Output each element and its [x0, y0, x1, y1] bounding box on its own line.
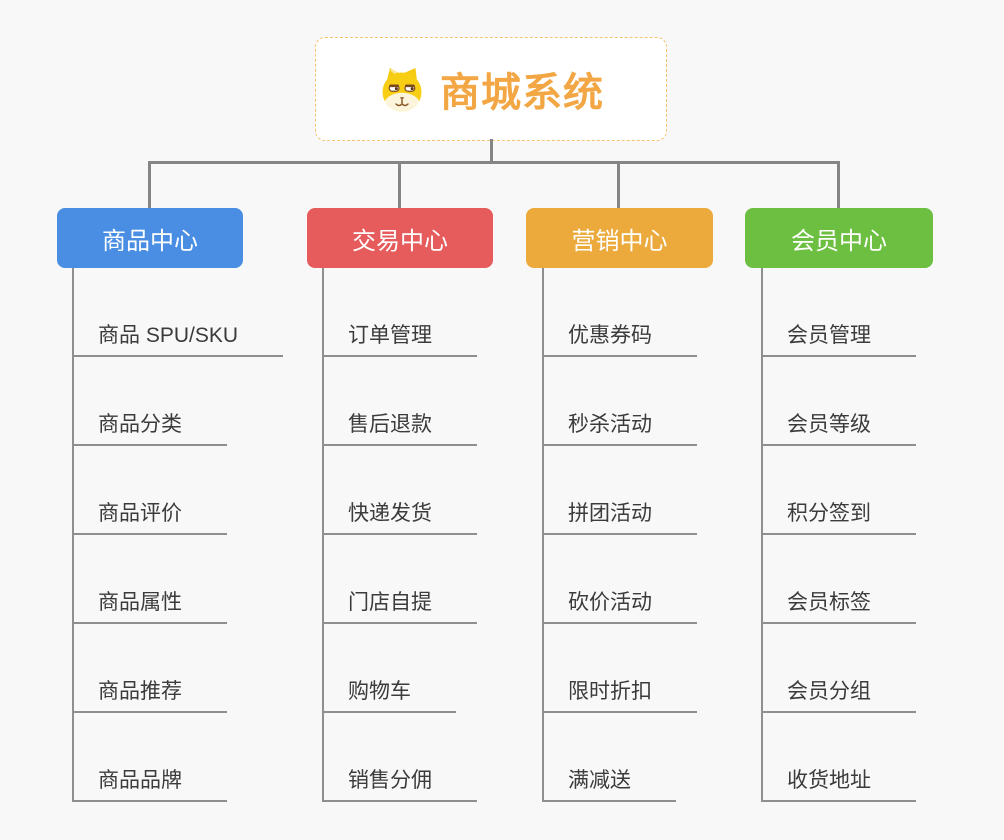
leaf-shopping-cart[interactable]: 购物车: [322, 669, 456, 713]
leaf-product-spu-sku[interactable]: 商品 SPU/SKU: [72, 313, 284, 357]
branch-box-product-center[interactable]: 商品中心: [57, 208, 243, 268]
leaf-sales-commission[interactable]: 销售分佣: [322, 758, 477, 802]
leaf-aftersale-refund[interactable]: 售后退款: [322, 402, 477, 446]
leaf-flash-sale[interactable]: 秒杀活动: [542, 402, 697, 446]
leaf-product-attribute[interactable]: 商品属性: [72, 580, 227, 624]
leaf-group-buy[interactable]: 拼团活动: [542, 491, 697, 535]
branch-box-member-center[interactable]: 会员中心: [745, 208, 933, 268]
leaf-coupon-code[interactable]: 优惠券码: [542, 313, 697, 357]
spine-member-center: [761, 268, 763, 802]
leaf-points-checkin[interactable]: 积分签到: [761, 491, 916, 535]
leaf-limited-time-discount[interactable]: 限时折扣: [542, 669, 697, 713]
leaf-member-group[interactable]: 会员分组: [761, 669, 916, 713]
connector-root-stub: [490, 139, 493, 163]
leaf-bargain-activity[interactable]: 砍价活动: [542, 580, 697, 624]
leaf-product-review[interactable]: 商品评价: [72, 491, 227, 535]
root-title: 商城系统: [440, 71, 604, 115]
leaf-product-category[interactable]: 商品分类: [72, 402, 227, 446]
spine-marketing-center: [542, 268, 544, 802]
branch-box-trade-center[interactable]: 交易中心: [307, 208, 493, 268]
leaf-member-level[interactable]: 会员等级: [761, 402, 916, 446]
leaf-order-management[interactable]: 订单管理: [322, 313, 477, 357]
connector-drop-member: [837, 161, 840, 209]
leaf-product-brand[interactable]: 商品品牌: [72, 758, 227, 802]
leaf-member-tag[interactable]: 会员标签: [761, 580, 916, 624]
leaf-product-recommend[interactable]: 商品推荐: [72, 669, 227, 713]
connector-horizontal-bus: [148, 161, 840, 164]
spine-trade-center: [322, 268, 324, 802]
leaf-store-pickup[interactable]: 门店自提: [322, 580, 477, 624]
connector-drop-marketing: [617, 161, 620, 209]
leaf-express-delivery[interactable]: 快递发货: [322, 491, 477, 535]
connector-drop-products: [148, 161, 151, 209]
leaf-full-reduction[interactable]: 满减送: [542, 758, 676, 802]
root-node-mall-system[interactable]: 商城系统: [315, 37, 667, 141]
leaf-shipping-address[interactable]: 收货地址: [761, 758, 916, 802]
branch-box-marketing-center[interactable]: 营销中心: [526, 208, 713, 268]
shiba-dog-icon: [378, 65, 426, 113]
leaf-member-management[interactable]: 会员管理: [761, 313, 916, 357]
connector-drop-trade: [398, 161, 401, 209]
spine-product-center: [72, 268, 74, 802]
